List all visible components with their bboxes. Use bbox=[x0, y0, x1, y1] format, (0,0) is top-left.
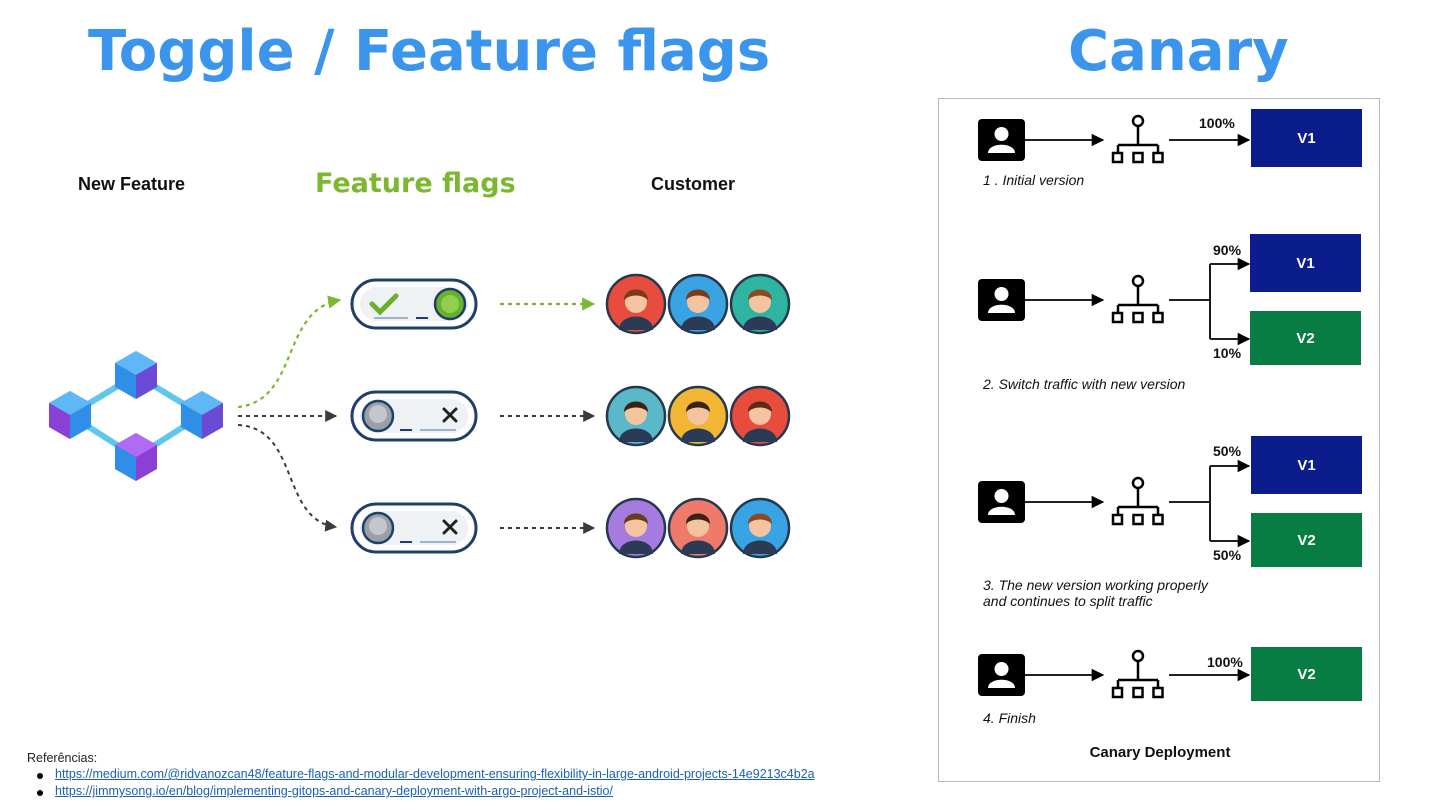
traffic-percent: 90% bbox=[1213, 242, 1241, 258]
toggle-off bbox=[352, 392, 476, 440]
traffic-percent: 10% bbox=[1213, 345, 1241, 361]
customer-label: Customer bbox=[651, 174, 735, 195]
canary-caption: Canary Deployment bbox=[939, 744, 1381, 761]
feature-flags-diagram bbox=[40, 250, 820, 570]
customer-avatar-icon bbox=[731, 275, 789, 333]
step-label: 3. The new version working properly bbox=[983, 577, 1208, 593]
customer-avatars bbox=[607, 275, 789, 557]
new-feature-label: New Feature bbox=[78, 174, 185, 195]
user-icon bbox=[978, 654, 1025, 696]
customer-avatar-icon bbox=[731, 499, 789, 557]
customer-avatar-icon bbox=[607, 275, 665, 333]
new-feature-cluster-icon bbox=[49, 351, 223, 481]
reference-item: https://medium.com/@ridvanozcan48/featur… bbox=[37, 766, 815, 783]
version-box-v1: V1 bbox=[1251, 109, 1362, 167]
customer-avatar-icon bbox=[731, 387, 789, 445]
version-box-v2: V2 bbox=[1250, 311, 1361, 365]
references-heading: Referências: bbox=[27, 751, 815, 765]
load-balancer-icon bbox=[1113, 651, 1163, 697]
user-icon bbox=[978, 481, 1025, 523]
user-icon bbox=[978, 279, 1025, 321]
step-label: 2. Switch traffic with new version bbox=[983, 376, 1185, 392]
feature-flags-title: Toggle / Feature flags bbox=[88, 14, 770, 90]
version-box-v1: V1 bbox=[1250, 234, 1361, 292]
customer-avatar-icon bbox=[669, 499, 727, 557]
bullet-icon bbox=[37, 773, 43, 779]
reference-link[interactable]: https://jimmysong.io/en/blog/implementin… bbox=[55, 784, 613, 798]
toggle-off bbox=[352, 504, 476, 552]
feature-flags-label: Feature flags bbox=[315, 168, 516, 199]
step-label: 4. Finish bbox=[983, 710, 1036, 726]
canary-title: Canary bbox=[1068, 14, 1289, 90]
traffic-percent: 50% bbox=[1213, 443, 1241, 459]
load-balancer-icon bbox=[1113, 276, 1163, 322]
version-box-v2: V2 bbox=[1251, 647, 1362, 701]
load-balancer-icon bbox=[1113, 116, 1163, 162]
traffic-percent: 50% bbox=[1213, 547, 1241, 563]
reference-item: https://jimmysong.io/en/blog/implementin… bbox=[37, 783, 815, 800]
traffic-percent: 100% bbox=[1207, 654, 1243, 670]
customer-avatar-icon bbox=[607, 387, 665, 445]
step-label: and continues to split traffic bbox=[983, 593, 1153, 609]
step-label: 1 . Initial version bbox=[983, 172, 1084, 188]
toggle-on bbox=[352, 280, 476, 328]
load-balancer-icon bbox=[1113, 478, 1163, 524]
flag-on-connector bbox=[238, 300, 340, 407]
reference-link[interactable]: https://medium.com/@ridvanozcan48/featur… bbox=[55, 767, 815, 781]
traffic-percent: 100% bbox=[1199, 115, 1235, 131]
canary-deployment-panel: 100% V1 1 . Initial version 90% V1 V2 10… bbox=[938, 98, 1380, 782]
customer-avatar-icon bbox=[669, 387, 727, 445]
version-box-v2: V2 bbox=[1251, 513, 1362, 567]
customer-avatar-icon bbox=[669, 275, 727, 333]
version-box-v1: V1 bbox=[1251, 436, 1362, 494]
user-icon bbox=[978, 119, 1025, 161]
bullet-icon bbox=[37, 790, 43, 796]
customer-avatar-icon bbox=[607, 499, 665, 557]
references: Referências: https://medium.com/@ridvano… bbox=[27, 751, 815, 800]
flag-off-connector-2 bbox=[238, 425, 336, 527]
